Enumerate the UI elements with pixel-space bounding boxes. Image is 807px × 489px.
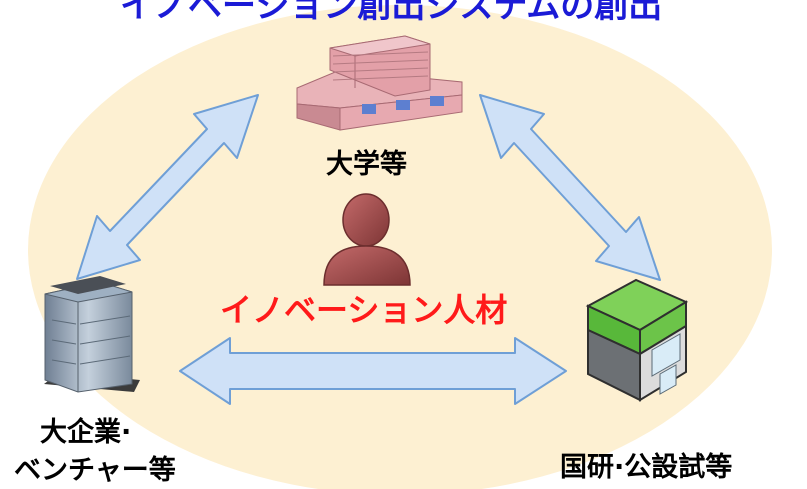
diagram-title: イノベーション創出システムの創出 [120, 0, 663, 26]
arrow-university-institute [479, 94, 661, 281]
label-corporate-line2: ベンチャー等 [14, 455, 176, 486]
university-building-icon [296, 35, 463, 131]
label-institute: 国研·公設試等 [560, 452, 733, 483]
label-university: 大学等 [326, 149, 407, 180]
person-icon [323, 193, 411, 286]
office-tower-icon [44, 276, 140, 393]
research-institute-icon [585, 278, 689, 402]
label-innovation-talent: イノベーション人材 [220, 291, 508, 329]
arrow-university-corporate [76, 94, 259, 280]
arrow-corporate-institute [179, 337, 567, 405]
label-corporate-line1: 大企業· [40, 417, 132, 448]
